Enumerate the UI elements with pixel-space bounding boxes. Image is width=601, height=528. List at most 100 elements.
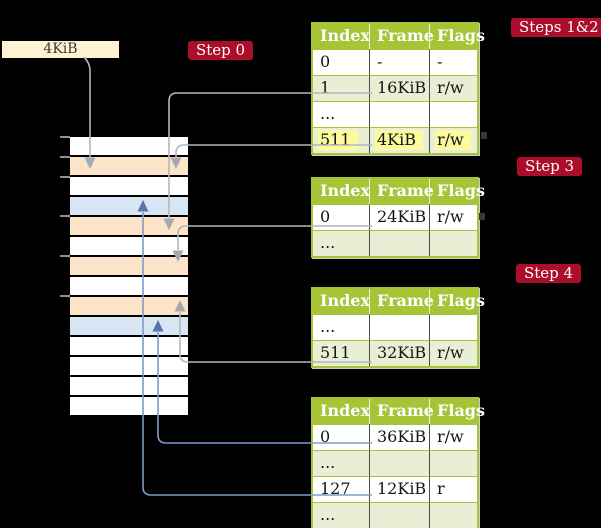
memory-frame-row (70, 377, 188, 395)
frame-size-box: 4KiB (2, 41, 119, 58)
cell-frame: 16KiB (369, 75, 429, 101)
table-row: 0 - - (313, 49, 477, 75)
page-table-step-4: Index Frame Flags ... 511 32KiB r/w (311, 287, 485, 368)
cell-frame: 32KiB (369, 340, 429, 366)
cell-flags (429, 502, 477, 528)
table-row: ... (313, 314, 477, 340)
table-header-row: Index Frame Flags (313, 399, 485, 424)
cell-index: 0 (313, 424, 369, 450)
cell-index: ... (313, 314, 369, 340)
cell-flags: r/w (429, 75, 477, 101)
page-table-step-3: Index Frame Flags 0 24KiB r/w ... (311, 177, 485, 258)
cell-frame (369, 314, 429, 340)
memory-tick (60, 255, 70, 257)
table-row: 0 36KiB r/w (313, 424, 477, 450)
cell-flags (429, 314, 477, 340)
page-table-leaf: Index Frame Flags 0 36KiB r/w ... 127 12… (311, 397, 485, 528)
column-header-flags: Flags (429, 399, 485, 424)
table-row-highlighted: 511 4KiB r/w (313, 127, 477, 153)
cell-frame: 24KiB (369, 204, 429, 230)
cell-frame (369, 450, 429, 476)
column-header-frame: Frame (369, 179, 434, 204)
cell-index: 0 (313, 204, 369, 230)
cell-flags (429, 230, 477, 256)
cell-frame: - (369, 49, 429, 75)
table-row: ... (313, 450, 477, 476)
cell-index: 1 (313, 75, 369, 101)
memory-tick (60, 136, 70, 138)
cell-flags (429, 450, 477, 476)
memory-tick (60, 295, 70, 297)
column-header-flags: Flags (429, 24, 485, 49)
memory-tick (60, 215, 70, 217)
cell-flags: r/w (429, 204, 477, 230)
table-header-row: Index Frame Flags (313, 179, 485, 204)
cell-index: ... (313, 101, 369, 127)
highlighted-value: 4KiB (375, 130, 424, 150)
cell-index: 127 (313, 476, 369, 502)
cell-frame: 4KiB (369, 127, 429, 153)
memory-frame-row (70, 297, 188, 315)
memory-frame-row (70, 217, 188, 235)
column-header-index: Index (320, 26, 371, 45)
step-label-0: Step 0 (188, 41, 254, 60)
column-header-flags: Flags (429, 179, 485, 204)
page-table-steps-1-2: Index Frame Flags 0 - - 1 16KiB r/w ... … (311, 22, 485, 155)
memory-frame-row (70, 337, 188, 355)
table-row: 127 12KiB r (313, 476, 477, 502)
cell-index: 0 (313, 49, 369, 75)
step-label-1-2: Steps 1&2 (511, 18, 601, 37)
memory-frame-row (70, 317, 188, 335)
column-header-frame: Frame (369, 399, 434, 424)
cell-index: ... (313, 450, 369, 476)
column-header-index: Index (320, 181, 371, 200)
memory-frame-row (70, 177, 188, 195)
cell-flags: - (429, 49, 477, 75)
table-row: ... (313, 230, 477, 256)
memory-frame-row (70, 197, 188, 215)
column-header-index: Index (320, 401, 371, 420)
memory-frame-row (70, 237, 188, 255)
memory-frame-row (70, 357, 188, 375)
table-row: 0 24KiB r/w (313, 204, 477, 230)
cell-flags (429, 101, 477, 127)
table-pointer-mark (479, 213, 485, 220)
memory-frame-row (70, 397, 188, 415)
cell-frame: 12KiB (369, 476, 429, 502)
memory-frame-row (70, 277, 188, 295)
cell-frame (369, 101, 429, 127)
highlighted-value: 511 (318, 130, 358, 150)
cell-index: ... (313, 230, 369, 256)
memory-frame-row (70, 137, 188, 155)
cell-flags: r/w (429, 424, 477, 450)
memory-frame-row (70, 157, 188, 175)
step-label-3: Step 3 (517, 157, 583, 176)
column-header-flags: Flags (429, 289, 485, 314)
frame-size-label: 4KiB (43, 41, 78, 57)
table-header-row: Index Frame Flags (313, 289, 485, 314)
table-row: ... (313, 101, 477, 127)
cell-index: ... (313, 502, 369, 528)
cell-frame (369, 502, 429, 528)
step-label-4: Step 4 (516, 264, 582, 283)
memory-tick (60, 156, 70, 158)
table-header-row: Index Frame Flags (313, 24, 485, 49)
table-row: ... (313, 502, 477, 528)
cell-index: 511 (313, 340, 369, 366)
cell-frame: 36KiB (369, 424, 429, 450)
column-header-frame: Frame (369, 24, 434, 49)
column-header-index: Index (320, 291, 371, 310)
cell-frame (369, 230, 429, 256)
cell-flags: r/w (429, 340, 477, 366)
table-row: 511 32KiB r/w (313, 340, 477, 366)
table-pointer-mark (481, 132, 487, 139)
memory-frame-row (70, 257, 188, 275)
cell-flags: r/w (429, 127, 477, 153)
physical-memory-column (70, 137, 188, 415)
column-header-frame: Frame (369, 289, 434, 314)
cell-index: 511 (313, 127, 369, 153)
table-row: 1 16KiB r/w (313, 75, 477, 101)
highlighted-value: r/w (435, 130, 471, 150)
memory-tick (60, 176, 70, 178)
